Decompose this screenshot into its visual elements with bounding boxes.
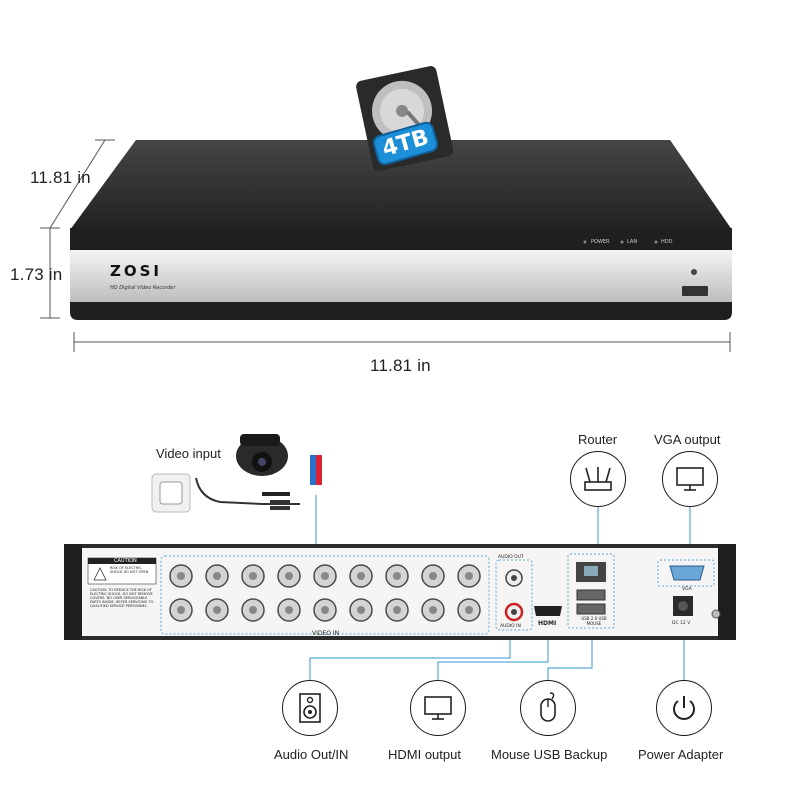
indicator-hdd: HDD: [661, 239, 673, 245]
caution-body: CAUTION: TO REDUCE THE RISK OF ELECTRIC …: [90, 588, 154, 608]
power-icon: [656, 680, 712, 736]
front-subtitle: HD Digital Video Recorder: [110, 285, 176, 291]
audio-out-label: AUDIO OUT: [498, 555, 524, 560]
vga-label: VGA: [682, 587, 692, 592]
audio-in-label: AUDIO IN: [500, 624, 521, 629]
brand-logo: ZOSI: [110, 262, 163, 280]
router-icon: [570, 451, 626, 507]
power-adapter-label: Power Adapter: [638, 747, 724, 762]
video-in-label: VIDEO IN: [312, 630, 340, 637]
usb-label: USB 2.0 USB MOUSE: [581, 616, 607, 626]
hdmi-label: HDMI: [538, 620, 557, 627]
caution-title: CAUTION: [114, 558, 137, 564]
caution-subtitle: RISK OF ELECTRIC SHOCK DO NOT OPEN: [110, 566, 149, 574]
mouse-icon: [520, 680, 576, 736]
bnc-connectors: [165, 562, 485, 628]
hdmi-output-label: HDMI output: [388, 747, 461, 762]
width-dimension: 11.81 in: [370, 356, 431, 375]
audio-out-in-label: Audio Out/IN: [274, 747, 349, 762]
depth-dimension: 11.81 in: [30, 168, 91, 187]
router-label: Router: [578, 432, 618, 447]
vga-monitor-icon: [662, 451, 718, 507]
vga-output-label: VGA output: [654, 432, 721, 447]
mouse-usb-backup-label: Mouse USB Backup: [491, 747, 608, 762]
dc-label: DC 12 V: [672, 621, 691, 626]
bnc-grid: [169, 564, 481, 622]
dvr-front-illustration: [40, 66, 732, 352]
video-input-label: Video input: [156, 446, 221, 461]
hdmi-monitor-icon: [410, 680, 466, 736]
indicator-lan: LAN: [627, 239, 638, 245]
speaker-icon: [282, 680, 338, 736]
height-dimension: 1.73 in: [10, 265, 63, 284]
indicator-power: POWER: [591, 239, 610, 245]
